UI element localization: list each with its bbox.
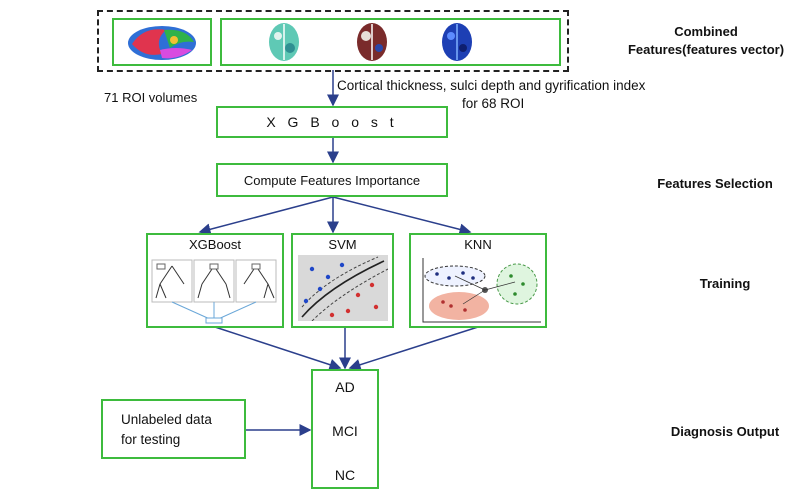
svm-margin-illustration (298, 255, 388, 321)
cortical-measures-label-line2: for 68 ROI (462, 96, 525, 111)
roi-volume-image-box (112, 18, 212, 66)
stage-combined-line2: Features(features vector) (627, 42, 785, 57)
stage-diagnosis-output: Diagnosis Output (670, 424, 780, 439)
xgboost-selection-label: X G B o o s t (266, 114, 398, 130)
stage-combined-line1: Combined (674, 24, 738, 39)
svm-model-panel: SVM (291, 233, 394, 328)
xgboost-selection-box: X G B o o s t (216, 106, 448, 138)
output-mci-label: MCI (332, 423, 358, 439)
stage-features-selection: Features Selection (657, 176, 773, 191)
roi-volumes-label: 71 ROI volumes (104, 90, 198, 105)
unlabeled-data-box: Unlabeled data for testing (101, 399, 246, 459)
xgboost-model-title: XGBoost (188, 237, 242, 252)
gyrification-brain (442, 23, 472, 61)
svm-model-title: SVM (328, 237, 357, 252)
feature-importance-box: Compute Features Importance (216, 163, 448, 197)
cortical-measures-label-line1: Cortical thickness, sulci depth and gyri… (337, 78, 646, 93)
arrow-importance-to-knn (332, 196, 472, 236)
xgboost-trees-illustration (151, 259, 277, 324)
arrow-knn-to-output (348, 326, 479, 371)
cortical-measures-image-box (220, 18, 561, 66)
xgboost-model-panel: XGBoost (146, 233, 284, 328)
unlabeled-data-line1: Unlabeled data (121, 412, 212, 427)
knn-model-title: KNN (464, 237, 492, 252)
combined-features-frame (97, 10, 569, 72)
unlabeled-data-line2: for testing (121, 432, 181, 447)
diagnosis-output-box: AD MCI NC (311, 369, 379, 489)
feature-importance-label: Compute Features Importance (243, 172, 421, 188)
sulci-depth-brain (357, 23, 387, 61)
output-ad-label: AD (335, 379, 355, 395)
stage-combined-features: Combined Features(features vector) (612, 24, 800, 57)
knn-clusters-illustration (422, 258, 541, 323)
output-nc-label: NC (334, 467, 356, 483)
thickness-map-brain (269, 23, 299, 61)
brain-segmentation-image (128, 26, 196, 60)
arrow-importance-to-xgb-model (198, 196, 334, 236)
arrow-xgb-model-to-output (214, 326, 342, 371)
cortical-maps-image (269, 23, 472, 61)
knn-model-panel: KNN (409, 233, 547, 328)
stage-training: Training (699, 276, 751, 291)
